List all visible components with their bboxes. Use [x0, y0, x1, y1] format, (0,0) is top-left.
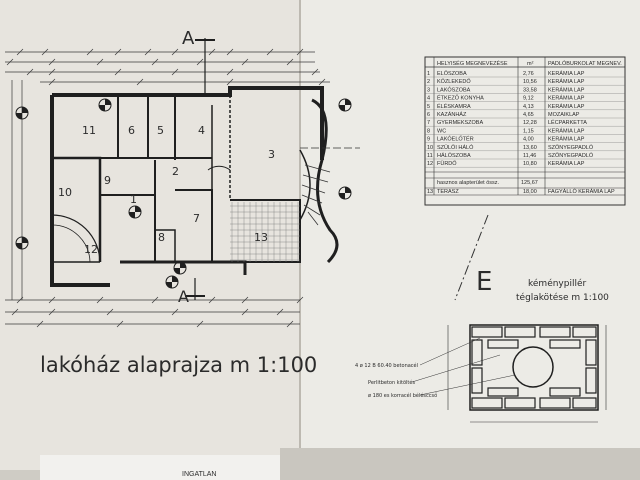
level-markers [15, 98, 352, 289]
table-cell: 1 [427, 71, 430, 77]
bay-arc [51, 214, 101, 263]
floor-plan-walls [50, 86, 339, 287]
table-cell: 4,65 [523, 112, 534, 118]
table-cell: 10,80 [523, 161, 537, 167]
table-cell: KERÁMIA LAP [548, 103, 585, 110]
room-table: HELYISÉG MEGNEVEZÉSE m² PADLÓBURKOLAT ME… [424, 56, 626, 206]
table-cell: 13 [427, 189, 433, 195]
chimney-mark: E [476, 267, 492, 297]
table-cell: 4,13 [523, 104, 534, 110]
section-mark-top: A [182, 28, 195, 49]
table-cell: 11 [427, 153, 433, 159]
room-number: 2 [172, 165, 179, 178]
table-cell: 9 [427, 137, 430, 143]
table-cell: 10 [427, 145, 433, 151]
table-cell: SZŐNYEGPADLÓ [548, 144, 594, 151]
table-cell: WC [437, 128, 446, 134]
table-cell: ÉTKEZŐ KONYHA [437, 95, 484, 102]
table-cell: FÜRDŐ [437, 160, 457, 167]
chimney-title-line2: téglakötése m 1:100 [516, 292, 609, 303]
dimension-lines-top [5, 48, 330, 86]
terrace-tiles [230, 202, 300, 262]
room-number: 6 [128, 124, 135, 137]
table-cell: 4,00 [523, 137, 534, 143]
table-cell: 13,60 [523, 145, 537, 151]
table-total-value: 125,67 [521, 180, 538, 186]
chimney-detail: E kéménypillér téglakötése m 1:100 4 ø 1… [355, 267, 609, 423]
room-number: 10 [58, 186, 72, 199]
table-cell: 2,76 [523, 71, 534, 77]
table-cell: KAZÁNHÁZ [437, 111, 467, 118]
table-header-floor: PADLÓBURKOLAT MEGNEV. [548, 60, 622, 67]
table-cell: KERÁMIA LAP [548, 136, 585, 143]
table-cell: LAKÓSZOBA [437, 86, 471, 93]
table-cell: SZÜLŐI HÁLÓ [437, 144, 474, 151]
table-cell: 33,58 [523, 87, 537, 93]
table-cell: KERÁMIA LAP [548, 78, 585, 85]
chimney-note-3: ø 180 es korracél bélésccső [368, 392, 437, 399]
room-number: 12 [84, 243, 98, 256]
table-cell: KERÁMIA LAP [548, 160, 585, 167]
room-number: 4 [198, 124, 205, 137]
chimney-note-1: 4 ø 12 B 60.40 betonacél [355, 362, 418, 369]
table-cell: ELŐSZOBA [437, 70, 467, 77]
plan-title: lakóház alaprajza m 1:100 [40, 353, 317, 377]
room-number: 11 [82, 124, 96, 137]
table-cell: 10,56 [523, 79, 537, 85]
table-cell: FAGYÁLLÓ KERÁMIA LAP [548, 188, 615, 195]
room-number: 5 [157, 124, 164, 137]
section-mark-bottom: A [178, 287, 189, 306]
table-cell: HÁLÓSZOBA [437, 152, 471, 159]
table-cell: TERASZ [437, 189, 459, 195]
table-cell: MOZAIKLAP [548, 112, 580, 118]
chimney-note-2: Perlitbeton kitöltés [368, 379, 415, 386]
room-number: 3 [268, 148, 275, 161]
section-line-a [185, 38, 215, 300]
table-cell: KERÁMIA LAP [548, 70, 585, 77]
table-cell: 7 [427, 120, 430, 126]
table-total-label: hasznos alapterület össz. [437, 180, 500, 186]
table-cell: LÉCPARKETTA [548, 119, 587, 126]
table-cell: 8 [427, 128, 430, 134]
table-cell: 4 [427, 96, 430, 102]
room-number: 7 [193, 212, 200, 225]
table-cell: ÉLÉSKAMRA [437, 103, 471, 110]
section-arrow [454, 214, 489, 301]
table-cell: 9,12 [523, 96, 534, 102]
table-cell: KERÁMIA LAP [548, 86, 585, 93]
table-cell: 6 [427, 112, 430, 118]
bottom-tag: INGATLAN [182, 471, 217, 478]
table-cell: 5 [427, 104, 430, 110]
flue-circle [512, 346, 554, 388]
table-header-area: m² [527, 61, 534, 67]
room-number: 9 [104, 174, 111, 187]
table-cell: KÖZLEKEDŐ [437, 78, 471, 85]
table-header-room: HELYISÉG MEGNEVEZÉSE [437, 60, 508, 67]
table-cell: 12,28 [523, 120, 537, 126]
table-cell: 18,00 [523, 189, 537, 195]
table-cell: KERÁMIA LAP [548, 95, 585, 102]
table-cell: 2 [427, 79, 430, 85]
stairs [301, 164, 331, 226]
room-number: 13 [254, 231, 268, 244]
dimension-lines-bottom [5, 296, 304, 328]
table-cell: SZŐNYEGPADLÓ [548, 152, 594, 159]
chimney-title-line1: kéménypillér [528, 278, 587, 289]
table-cell: 11,46 [523, 153, 536, 159]
table-cell: 12 [427, 161, 433, 167]
room-number: 1 [130, 193, 137, 206]
room-numbers: 1 2 3 4 5 6 7 8 9 10 11 12 13 [58, 124, 275, 256]
room-number: 8 [158, 231, 165, 244]
table-cell: 3 [427, 87, 430, 93]
table-cell: 1,15 [523, 128, 534, 134]
table-cell: KERÁMIA LAP [548, 127, 585, 134]
table-cell: LAKÓELŐTÉR [437, 136, 474, 143]
table-cell: GYERMEKSZOBA [437, 120, 483, 126]
